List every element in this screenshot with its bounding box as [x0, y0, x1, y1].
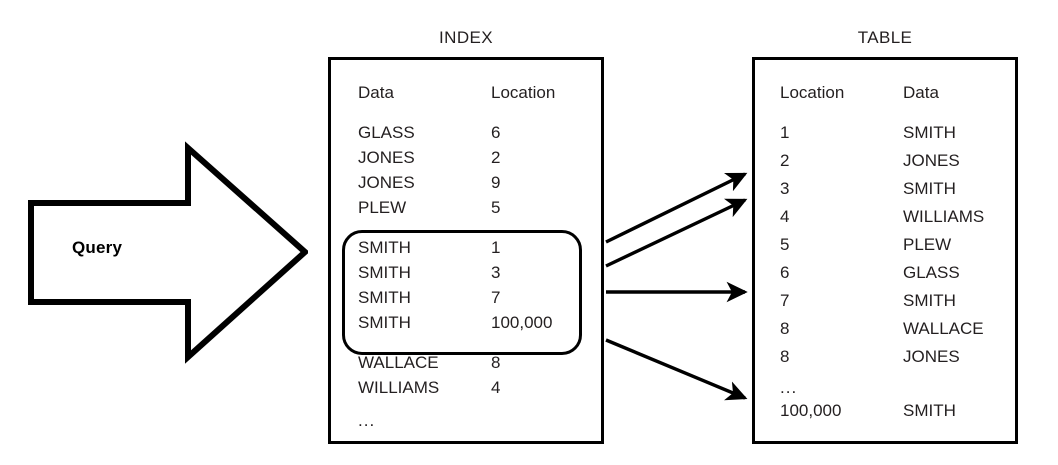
- table-row[interactable]: 8 JONES: [755, 344, 1015, 369]
- index-cell-data: SMITH: [358, 288, 411, 307]
- table-row[interactable]: 100,000 SMITH: [755, 398, 1015, 423]
- table-title: TABLE: [857, 28, 913, 47]
- index-header-location: Location: [491, 83, 556, 102]
- table-cell-location: 6: [780, 263, 790, 282]
- table-cell-data: WILLIAMS: [903, 207, 985, 226]
- table-cell-location: 8: [780, 347, 790, 366]
- index-cell-data: JONES: [358, 148, 415, 167]
- table-cell-location: 2: [780, 151, 790, 170]
- index-cell-data: SMITH: [358, 238, 411, 257]
- index-panel: Data Location GLASS 6 JONES 2 JONES 9 PL…: [328, 57, 604, 444]
- table-row[interactable]: 5 PLEW: [755, 232, 1015, 257]
- index-row[interactable]: SMITH 7: [331, 285, 601, 310]
- table-row[interactable]: 6 GLASS: [755, 260, 1015, 285]
- index-row[interactable]: JONES 9: [331, 170, 601, 195]
- table-row[interactable]: 3 SMITH: [755, 176, 1015, 201]
- query-label: Query: [72, 238, 123, 257]
- table-row[interactable]: 2 JONES: [755, 148, 1015, 173]
- index-row[interactable]: WALLACE 8: [331, 350, 601, 375]
- table-cell-data: GLASS: [903, 263, 960, 282]
- index-cell-location: 8: [491, 353, 501, 372]
- index-row[interactable]: SMITH 100,000: [331, 310, 601, 335]
- index-cell-location: 6: [491, 123, 501, 142]
- table-cell-data: WALLACE: [903, 319, 984, 338]
- index-cell-data: GLASS: [358, 123, 415, 142]
- index-header-row: Data Location: [331, 80, 601, 105]
- index-header-data: Data: [358, 83, 394, 102]
- index-cell-data: JONES: [358, 173, 415, 192]
- index-cell-data: ...: [358, 411, 376, 430]
- table-cell-location: 1: [780, 123, 790, 142]
- index-cell-location: 5: [491, 198, 501, 217]
- arrow-smith-3: [605, 198, 748, 268]
- table-cell-location: 3: [780, 179, 790, 198]
- table-header-data: Data: [903, 83, 939, 102]
- arrow-smith-1: [605, 172, 748, 244]
- index-cell-location: 9: [491, 173, 501, 192]
- index-cell-location: 4: [491, 378, 501, 397]
- index-title: INDEX: [439, 28, 493, 47]
- index-cell-data: PLEW: [358, 198, 407, 217]
- table-cell-location: ...: [780, 378, 798, 397]
- table-cell-data: SMITH: [903, 123, 956, 142]
- table-cell-data: SMITH: [903, 401, 956, 420]
- table-row[interactable]: 1 SMITH: [755, 120, 1015, 145]
- table-header-location: Location: [780, 83, 845, 102]
- index-row[interactable]: SMITH 1: [331, 235, 601, 260]
- table-cell-location: 100,000: [780, 401, 842, 420]
- query-arrow-icon: [28, 141, 308, 364]
- table-row-ellipsis: ...: [755, 375, 1015, 400]
- index-cell-location: 100,000: [491, 313, 553, 332]
- table-cell-data: JONES: [903, 151, 960, 170]
- index-cell-data: SMITH: [358, 263, 411, 282]
- index-cell-location: 2: [491, 148, 501, 167]
- table-cell-location: 4: [780, 207, 790, 226]
- index-cell-location: 1: [491, 238, 501, 257]
- table-row[interactable]: 4 WILLIAMS: [755, 204, 1015, 229]
- index-cell-location: 3: [491, 263, 501, 282]
- index-row-ellipsis: ...: [331, 408, 601, 433]
- index-row[interactable]: WILLIAMS 4: [331, 375, 601, 400]
- index-row[interactable]: GLASS 6: [331, 120, 601, 145]
- table-cell-data: SMITH: [903, 179, 956, 198]
- index-cell-location: 7: [491, 288, 501, 307]
- index-row[interactable]: JONES 2: [331, 145, 601, 170]
- table-cell-data: JONES: [903, 347, 960, 366]
- table-row[interactable]: 7 SMITH: [755, 288, 1015, 313]
- table-cell-location: 5: [780, 235, 790, 254]
- table-cell-data: PLEW: [903, 235, 952, 254]
- index-row[interactable]: PLEW 5: [331, 195, 601, 220]
- table-cell-location: 7: [780, 291, 790, 310]
- table-cell-location: 8: [780, 319, 790, 338]
- index-cell-data: WILLIAMS: [358, 378, 440, 397]
- index-cell-data: WALLACE: [358, 353, 439, 372]
- table-panel: Location Data 1 SMITH 2 JONES 3 SMITH 4 …: [752, 57, 1018, 444]
- index-row[interactable]: SMITH 3: [331, 260, 601, 285]
- index-cell-data: SMITH: [358, 313, 411, 332]
- arrow-smith-100000: [605, 338, 748, 401]
- table-row[interactable]: 8 WALLACE: [755, 316, 1015, 341]
- table-header-row: Location Data: [755, 80, 1015, 105]
- table-cell-data: SMITH: [903, 291, 956, 310]
